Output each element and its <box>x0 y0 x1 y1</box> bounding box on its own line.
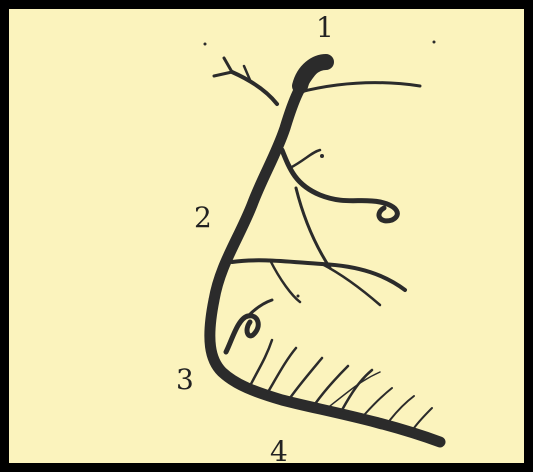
branch-loop <box>226 316 258 352</box>
label-2: 2 <box>194 204 212 232</box>
vessel-origin <box>300 62 326 86</box>
label-1: 1 <box>316 14 334 42</box>
label-3: 3 <box>176 366 194 394</box>
branch-top-left <box>232 72 277 104</box>
branch-lower <box>232 260 405 290</box>
main-vessel <box>210 62 440 442</box>
branch-top-right <box>300 83 420 92</box>
label-4: 4 <box>270 438 288 466</box>
branch-middle <box>282 150 397 221</box>
